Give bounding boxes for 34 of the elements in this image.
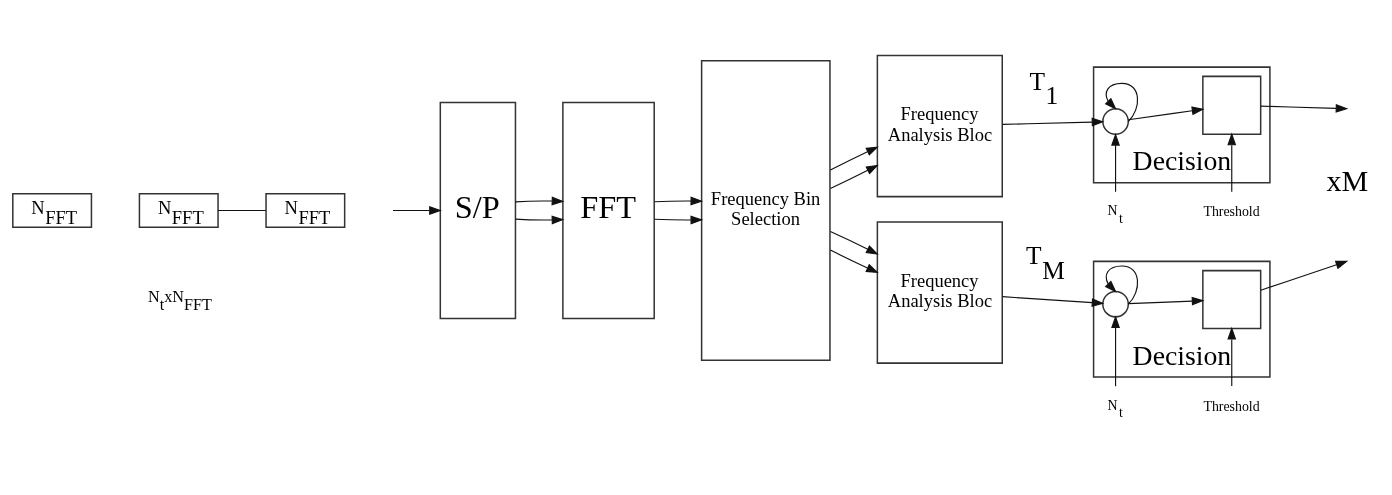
- label: xM: [1326, 164, 1369, 199]
- arrow: [1111, 315, 1120, 387]
- node-box: Frequency Analysis Bloc: [876, 54, 1003, 198]
- node-circle: [1102, 290, 1130, 318]
- arrow: [514, 196, 565, 206]
- arrow: [1104, 265, 1139, 305]
- node-circle: [1102, 108, 1130, 135]
- node-box: [1202, 269, 1262, 330]
- arrow: [514, 215, 565, 225]
- arrow: [829, 164, 879, 190]
- arrow: [829, 231, 879, 255]
- arrow: [1227, 132, 1237, 193]
- arrow: [829, 146, 879, 171]
- node-text: Threshold: [1203, 398, 1260, 414]
- node-box: [1202, 75, 1262, 135]
- arrow: [1227, 326, 1237, 387]
- node-box: Frequency Analysis Bloc: [876, 221, 1003, 364]
- connector: [217, 209, 267, 212]
- node-box: FFT: [562, 101, 655, 320]
- arrow: [392, 206, 442, 215]
- arrow: [1127, 296, 1205, 306]
- arrow: [1002, 296, 1105, 308]
- arrow: [1260, 260, 1349, 291]
- arrow: [829, 249, 879, 274]
- arrow: [653, 215, 704, 225]
- node-text: Threshold: [1203, 204, 1260, 220]
- arrow: [1260, 103, 1349, 113]
- arrow: [1104, 82, 1139, 123]
- arrow: [1002, 117, 1105, 127]
- node-box: S/P: [439, 101, 517, 320]
- arrow: [1111, 132, 1120, 193]
- node-box: Frequency Bin Selection: [700, 60, 831, 361]
- arrow: [1127, 106, 1205, 121]
- arrow: [653, 196, 704, 206]
